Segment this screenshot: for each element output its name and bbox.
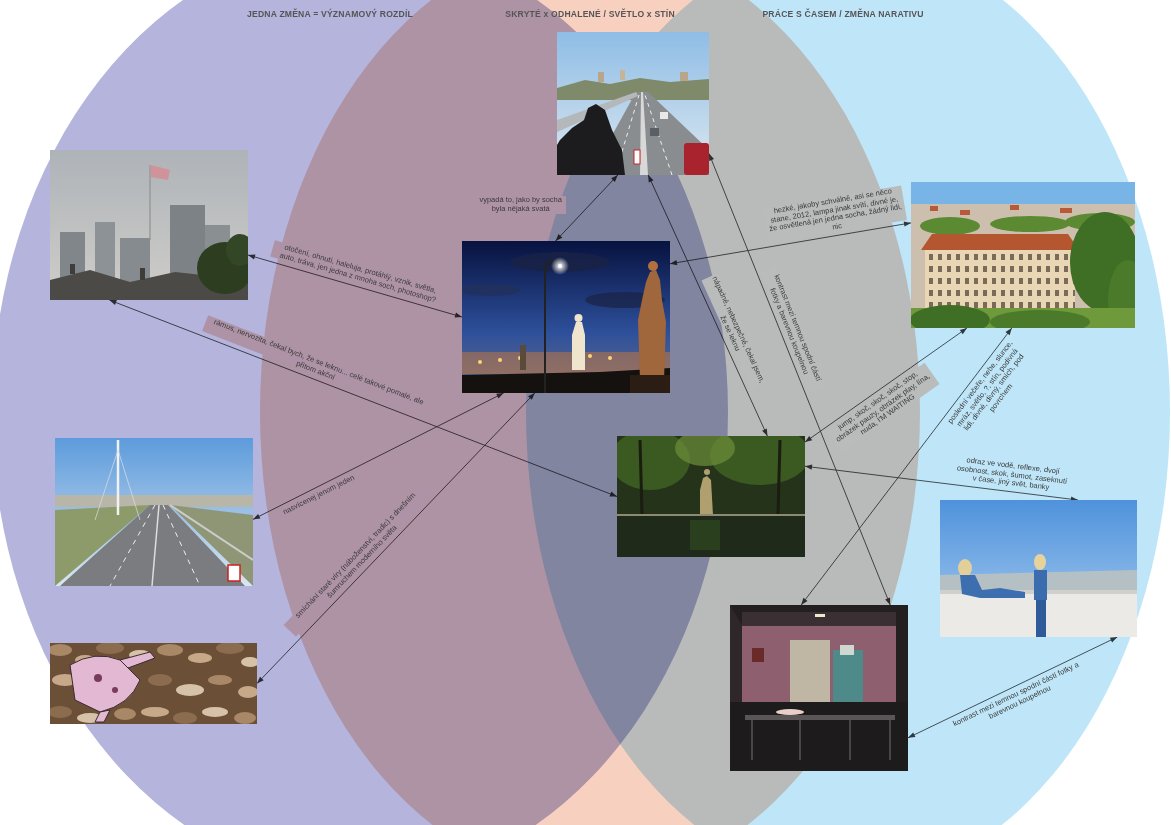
photo-forest-pond (617, 436, 805, 557)
photo-frame (911, 182, 1135, 328)
photo-two-women (940, 500, 1137, 637)
photo-frame (462, 241, 670, 393)
photo-frame (50, 150, 248, 300)
photo-frame (940, 500, 1137, 637)
photo-university (911, 182, 1135, 328)
photo-highway (55, 438, 253, 586)
circle-heading: PRÁCE S ČASEM / ZMĚNA NARATIVU (762, 9, 923, 19)
photo-frame (730, 605, 908, 771)
photo-frame (617, 436, 805, 557)
venn-ellipse-shape (526, 0, 1170, 825)
circle-heading: SKRYTÉ x ODHALENÉ / SVĚTLO x STÍN (505, 9, 675, 19)
photo-bathroom (730, 605, 908, 771)
circle-heading: JEDNA ZMĚNA = VÝZNAMOVÝ ROZDÍL (247, 9, 413, 19)
photo-frame (50, 643, 257, 724)
photo-night-statue (462, 241, 670, 393)
photo-frame (557, 32, 709, 175)
photo-bridge (557, 32, 709, 175)
photo-rocks (50, 643, 257, 724)
edge-label: vypadá to, jako by socha byla nějaká sva… (476, 196, 566, 213)
photo-frame (55, 438, 253, 586)
photo-hazy-city (50, 150, 248, 300)
